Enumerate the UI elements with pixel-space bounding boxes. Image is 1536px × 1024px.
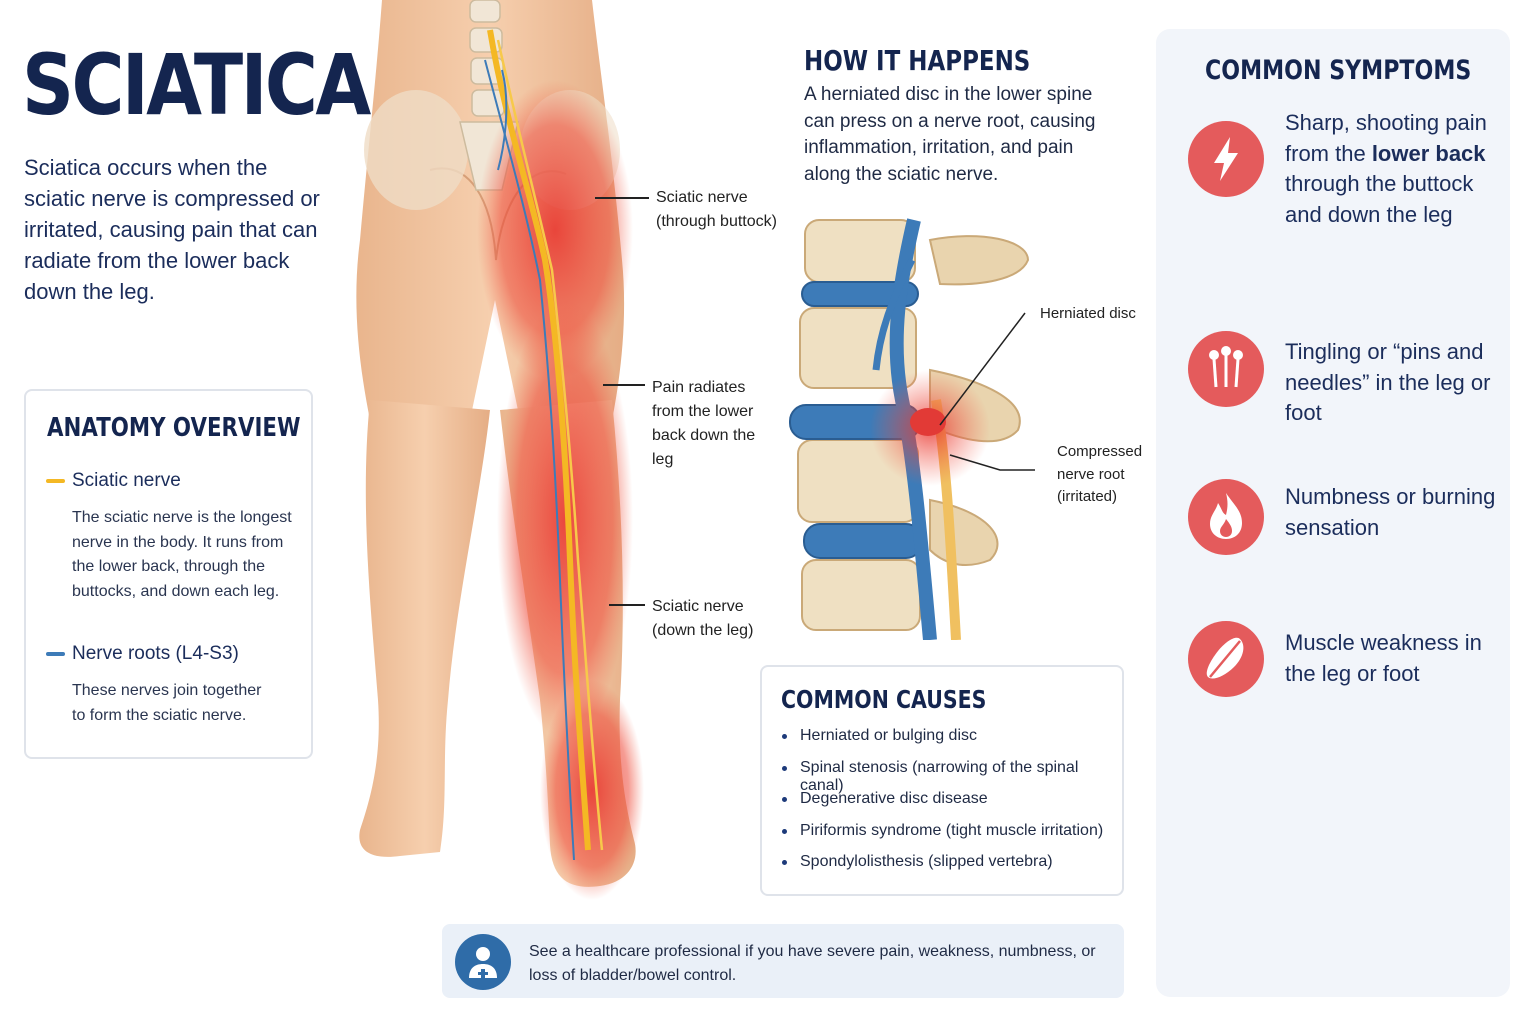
- bullet-icon: [782, 828, 787, 834]
- advice-banner: See a healthcare professional if you hav…: [442, 924, 1124, 998]
- muscle-icon: [1188, 621, 1264, 697]
- symptom-sharp-pain: Sharp, shooting pain from the lower back…: [1285, 110, 1487, 227]
- intro-text: Sciatica occurs when the sciatic nerve i…: [24, 155, 320, 304]
- bullet-icon: [782, 860, 787, 865]
- symptom-weakness: Muscle weakness in the leg or foot: [1285, 630, 1482, 686]
- page-title: SCIATICA: [22, 36, 371, 134]
- bullet-icon: [782, 734, 787, 739]
- spine-disc-illustration: [789, 218, 1030, 640]
- radiates-callout-line: [603, 384, 645, 386]
- body-back-illustration: [356, 0, 644, 900]
- how-it-happens-heading: HOW IT HAPPENS: [804, 44, 1031, 77]
- sciatic-nerve-legend-swatch: [46, 479, 65, 483]
- leg-callout-label: Sciatic nerve (down the leg): [652, 598, 754, 639]
- symptoms-heading: COMMON SYMPTOMS: [1205, 55, 1472, 86]
- common-causes-panel: COMMON CAUSES Herniated or bulging disc …: [760, 665, 1124, 896]
- bullet-icon: [782, 765, 787, 771]
- list-item: Spinal stenosis (narrowing of the spinal…: [782, 759, 1122, 794]
- buttock-callout-label: Sciatic nerve (through buttock): [656, 189, 777, 230]
- anatomy-overview-panel: ANATOMY OVERVIEW Sciatic nerve The sciat…: [24, 389, 313, 759]
- list-item: Degenerative disc disease: [782, 790, 1122, 822]
- herniated-disc-label: Herniated disc: [1040, 305, 1136, 322]
- list-item: Herniated or bulging disc: [782, 727, 1122, 759]
- symptom-numbness: Numbness or burning sensation: [1285, 484, 1496, 540]
- lightning-icon: [1188, 121, 1264, 197]
- symptom-tingling: Tingling or “pins and needles” in the le…: [1285, 339, 1491, 425]
- spine-callout-lines: [939, 312, 1035, 471]
- causes-heading: COMMON CAUSES: [781, 685, 987, 714]
- list-item: Piriformis syndrome (tight muscle irrita…: [782, 822, 1122, 854]
- sciatic-nerve-legend-label: Sciatic nerve: [72, 470, 181, 491]
- radiates-callout-label: Pain radiates from the lower back down t…: [652, 379, 756, 468]
- nerve-roots-legend-swatch: [46, 652, 65, 656]
- list-item: Spondylolisthesis (slipped vertebra): [782, 853, 1122, 885]
- sciatic-nerve-legend-desc: The sciatic nerve is the longest nerve i…: [72, 509, 292, 600]
- common-symptoms-panel: COMMON SYMPTOMS Sharp, shooting pain fro…: [1156, 29, 1510, 997]
- causes-list: Herniated or bulging disc Spinal stenosi…: [782, 727, 1122, 885]
- buttock-callout-line: [595, 197, 649, 199]
- pins-icon: [1188, 331, 1264, 407]
- leg-callout-line: [609, 604, 645, 606]
- how-it-happens-text: A herniated disc in the lower spine can …: [804, 84, 1096, 185]
- doctor-icon: [455, 934, 511, 990]
- nerve-roots-legend-label: Nerve roots (L4-S3): [72, 643, 239, 664]
- anatomy-heading: ANATOMY OVERVIEW: [47, 413, 301, 443]
- nerve-roots-legend-desc: These nerves join together to form the s…: [72, 682, 262, 724]
- advice-text: See a healthcare professional if you hav…: [529, 943, 1096, 984]
- compressed-root-label: Compressed nerve root (irritated): [1057, 443, 1143, 505]
- bullet-icon: [782, 797, 787, 802]
- flame-icon: [1188, 479, 1264, 555]
